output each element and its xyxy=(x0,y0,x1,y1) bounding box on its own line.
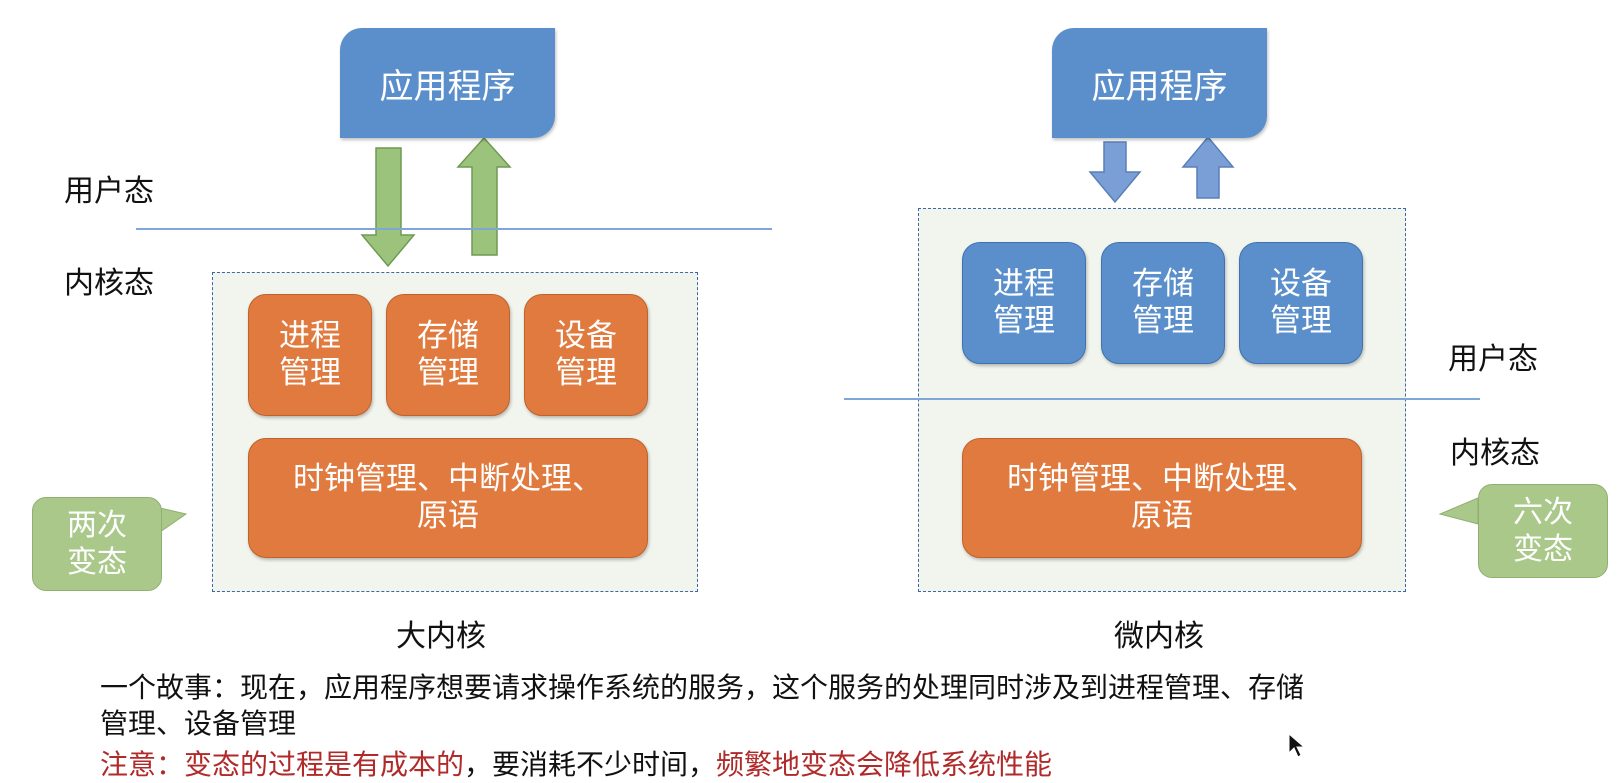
mouse-cursor-icon xyxy=(1288,733,1306,758)
tile-line: 管理 xyxy=(555,355,617,391)
note-time: ，要消耗不少时间， xyxy=(464,748,717,781)
tile-line: 设备 xyxy=(1270,265,1332,302)
right-user-mode-label: 用户态 xyxy=(1448,342,1538,377)
right-device-mgmt-tile: 设备 管理 xyxy=(1239,242,1363,364)
right-app-label: 应用程序 xyxy=(1091,66,1228,107)
right-callout: 六次 变态 xyxy=(1478,484,1608,578)
left-storage-mgmt-tile: 存储 管理 xyxy=(386,294,510,416)
left-process-mgmt-tile: 进程 管理 xyxy=(248,294,372,416)
right-kernel-mode-label: 内核态 xyxy=(1450,436,1540,471)
left-up-arrow xyxy=(456,136,512,256)
callout-line: 六次 xyxy=(1513,494,1573,530)
tile-line: 管理 xyxy=(1132,303,1194,339)
story-text: 一个故事：现在，应用程序想要请求操作系统的服务，这个服务的处理同时涉及到进程管理… xyxy=(100,670,1580,743)
left-kernel-mode-label: 内核态 xyxy=(64,266,154,301)
left-app-label: 应用程序 xyxy=(379,66,516,107)
tile-line: 存储 xyxy=(1132,265,1194,302)
left-user-mode-label: 用户态 xyxy=(64,174,154,209)
left-app-box: 应用程序 xyxy=(340,28,555,138)
story-line: 一个故事：现在，应用程序想要请求操作系统的服务，这个服务的处理同时涉及到进程管理… xyxy=(100,671,1305,704)
tile-line: 存储 xyxy=(417,317,479,354)
note-performance: 频繁地变态会降低系统性能 xyxy=(716,748,1053,781)
right-top-up-arrow xyxy=(1181,135,1235,199)
right-process-mgmt-tile: 进程 管理 xyxy=(962,242,1086,364)
left-device-mgmt-tile: 设备 管理 xyxy=(524,294,648,416)
core-line: 时钟管理、中断处理、 xyxy=(293,460,603,497)
tile-line: 管理 xyxy=(279,355,341,391)
tile-line: 进程 xyxy=(279,317,341,354)
left-down-arrow xyxy=(360,147,416,268)
left-callout-tail xyxy=(159,507,188,533)
left-callout: 两次 变态 xyxy=(32,497,162,591)
left-core-services-tile: 时钟管理、中断处理、 原语 xyxy=(248,438,648,558)
right-storage-mgmt-tile: 存储 管理 xyxy=(1101,242,1225,364)
core-line: 时钟管理、中断处理、 xyxy=(1007,460,1317,497)
callout-line: 变态 xyxy=(1513,532,1573,567)
right-core-services-tile: 时钟管理、中断处理、 原语 xyxy=(962,438,1362,558)
note-cost: 注意：变态的过程是有成本的 xyxy=(100,748,465,781)
note-text: 注意：变态的过程是有成本的，要消耗不少时间，频繁地变态会降低系统性能 xyxy=(100,743,1500,783)
tile-line: 管理 xyxy=(417,355,479,391)
left-caption: 大内核 xyxy=(396,619,486,654)
left-mode-boundary xyxy=(136,228,772,230)
right-caption: 微内核 xyxy=(1114,619,1204,654)
right-callout-tail xyxy=(1438,497,1479,525)
tile-line: 管理 xyxy=(1270,303,1332,339)
callout-line: 变态 xyxy=(67,545,127,580)
callout-line: 两次 xyxy=(67,507,127,543)
right-top-down-arrow xyxy=(1088,141,1142,204)
right-mode-boundary xyxy=(844,398,1480,400)
tile-line: 管理 xyxy=(993,303,1055,339)
core-line: 原语 xyxy=(1131,498,1193,534)
story-line: 管理、设备管理 xyxy=(100,707,297,741)
core-line: 原语 xyxy=(417,498,479,534)
tile-line: 设备 xyxy=(555,317,617,354)
right-app-box: 应用程序 xyxy=(1052,28,1267,138)
tile-line: 进程 xyxy=(993,265,1055,302)
